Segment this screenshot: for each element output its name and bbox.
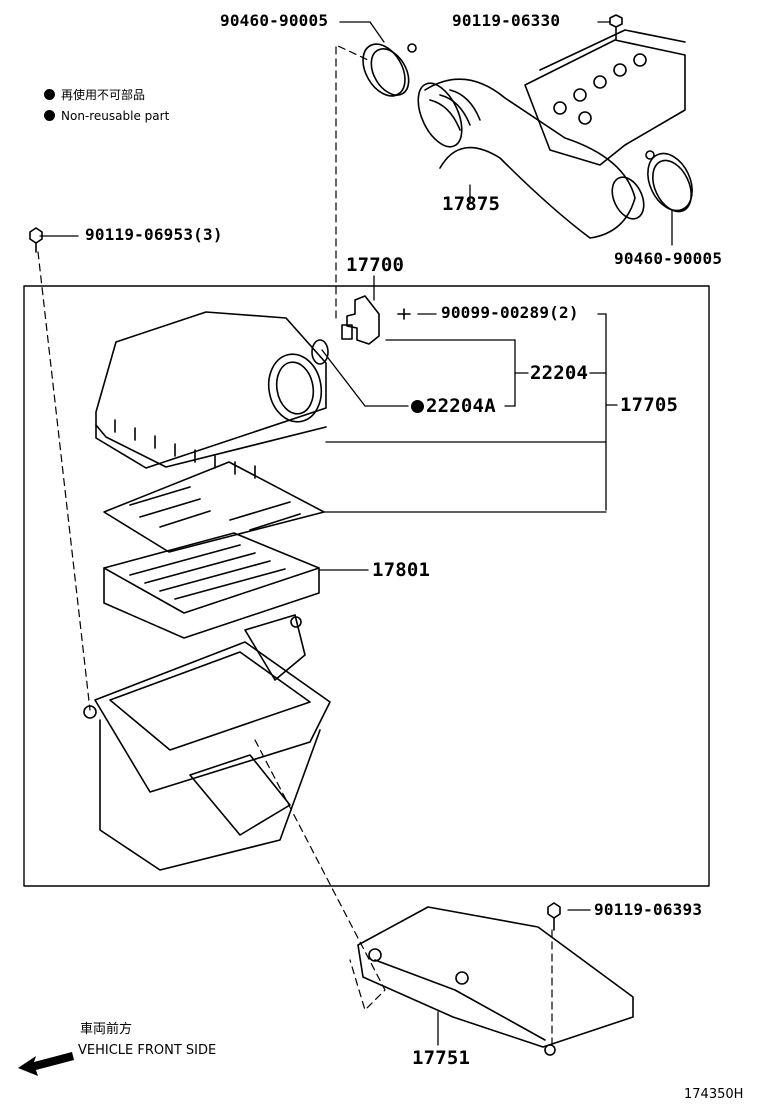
leader-lines (39, 21, 673, 1046)
part-bolt-top[interactable]: 90119-06330 (452, 11, 561, 30)
part-screw-sensor[interactable]: 90099-00289(2) (441, 303, 579, 322)
legend-en: Non-reusable part (44, 110, 169, 122)
resonator (524, 29, 686, 166)
direction-jp: 車両前方 (80, 1022, 133, 1037)
bullet-icon (411, 400, 424, 413)
part-hose[interactable]: 17875 (442, 193, 501, 215)
legend-jp-text: 再使用不可部品 (61, 88, 146, 102)
part-sensor[interactable]: 22204 (530, 362, 589, 384)
part-bolt-left[interactable]: 90119-06953(3) (85, 225, 223, 244)
part-sensor-gasket[interactable]: 22204A (411, 397, 496, 416)
air-hose (417, 78, 645, 239)
cap-gasket-mesh (103, 461, 325, 553)
part-bolt-bottom[interactable]: 90119-06393 (594, 900, 703, 919)
dashed-guides (37, 44, 553, 1046)
part-cap-sub-assy[interactable]: 17705 (620, 394, 679, 416)
part-inlet-duct[interactable]: 17751 (412, 1047, 471, 1069)
filter-element (103, 532, 320, 639)
part-clamp-top[interactable]: 90460-90005 (220, 11, 329, 30)
bullet-icon (44, 89, 55, 100)
assembly-frame (23, 285, 710, 887)
bolt-bottom (547, 902, 561, 931)
bullet-icon (44, 110, 55, 121)
figure-id: 174350H (684, 1087, 744, 1102)
hose-clamp-right (645, 150, 693, 213)
air-cleaner-case (83, 614, 331, 871)
direction-en: VEHICLE FRONT SIDE (78, 1043, 217, 1058)
legend-en-text: Non-reusable part (61, 109, 170, 123)
bolt-left (29, 227, 43, 253)
part-element[interactable]: 17801 (372, 559, 431, 581)
legend-jp: 再使用不可部品 (44, 89, 145, 101)
hose-clamp-top (362, 43, 417, 97)
front-arrow-icon (18, 1052, 74, 1076)
air-cleaner-cap (95, 311, 327, 479)
inlet-duct (357, 906, 634, 1056)
part-sensor-gasket-text: 22204A (426, 395, 496, 417)
airflow-sensor (311, 295, 411, 365)
part-assembly[interactable]: 17700 (346, 254, 405, 276)
part-clamp-right[interactable]: 90460-90005 (614, 249, 723, 268)
